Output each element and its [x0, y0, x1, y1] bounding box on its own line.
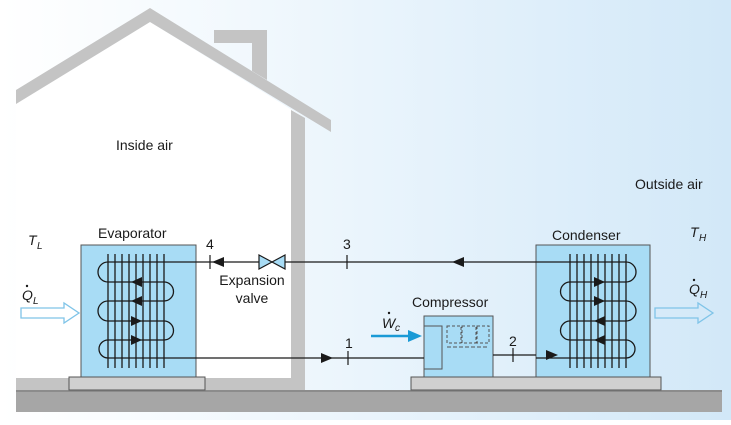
- outdoor-platform: [410, 376, 662, 391]
- flow-arrow-4: [212, 257, 224, 267]
- state-3-label: 3: [343, 236, 351, 252]
- svg-text:L: L: [37, 241, 43, 252]
- qh-heat-arrow: [654, 301, 715, 325]
- expansion-valve-label-1: Expansion: [219, 272, 284, 288]
- flow-arrow-1: [321, 353, 333, 363]
- qh-symbol: Q H: [689, 278, 708, 301]
- svg-text:c: c: [395, 323, 400, 334]
- expansion-valve: [258, 253, 286, 271]
- flow-arrow-2: [546, 350, 558, 360]
- condenser-label: Condenser: [552, 227, 621, 243]
- outside-air-label: Outside air: [635, 176, 703, 192]
- state-2-label: 2: [509, 333, 517, 349]
- compressor-label: Compressor: [412, 294, 489, 310]
- condenser-unit: [535, 244, 651, 378]
- evaporator-unit: [80, 244, 197, 378]
- svg-text:H: H: [700, 290, 708, 301]
- refrigerant-piping: [196, 261, 536, 359]
- tl-symbol: T L: [28, 232, 43, 252]
- svg-text:L: L: [33, 296, 39, 307]
- state-4-label: 4: [206, 236, 214, 252]
- svg-text:T: T: [28, 232, 38, 248]
- svg-text:T: T: [690, 224, 700, 240]
- work-input-arrow: [371, 330, 422, 342]
- svg-text:Q: Q: [22, 287, 33, 303]
- house-wall: [291, 110, 305, 390]
- compressor-unit: [423, 315, 494, 378]
- state-1-label: 1: [345, 335, 353, 351]
- ql-symbol: Q L: [22, 284, 39, 307]
- chimney: [214, 30, 267, 80]
- evaporator-platform: [68, 376, 206, 391]
- svg-text:W: W: [382, 315, 397, 331]
- wc-symbol: W c: [382, 311, 400, 334]
- expansion-valve-label-2: valve: [236, 290, 269, 306]
- ground: [16, 390, 722, 412]
- svg-text:H: H: [699, 233, 707, 244]
- evaporator-label: Evaporator: [98, 225, 167, 241]
- roof: [16, 8, 331, 132]
- ql-heat-arrow: [20, 301, 81, 325]
- svg-text:Q: Q: [689, 281, 700, 297]
- flow-arrow-3: [452, 257, 464, 267]
- inside-air-label: Inside air: [116, 137, 173, 153]
- th-symbol: T H: [690, 224, 707, 244]
